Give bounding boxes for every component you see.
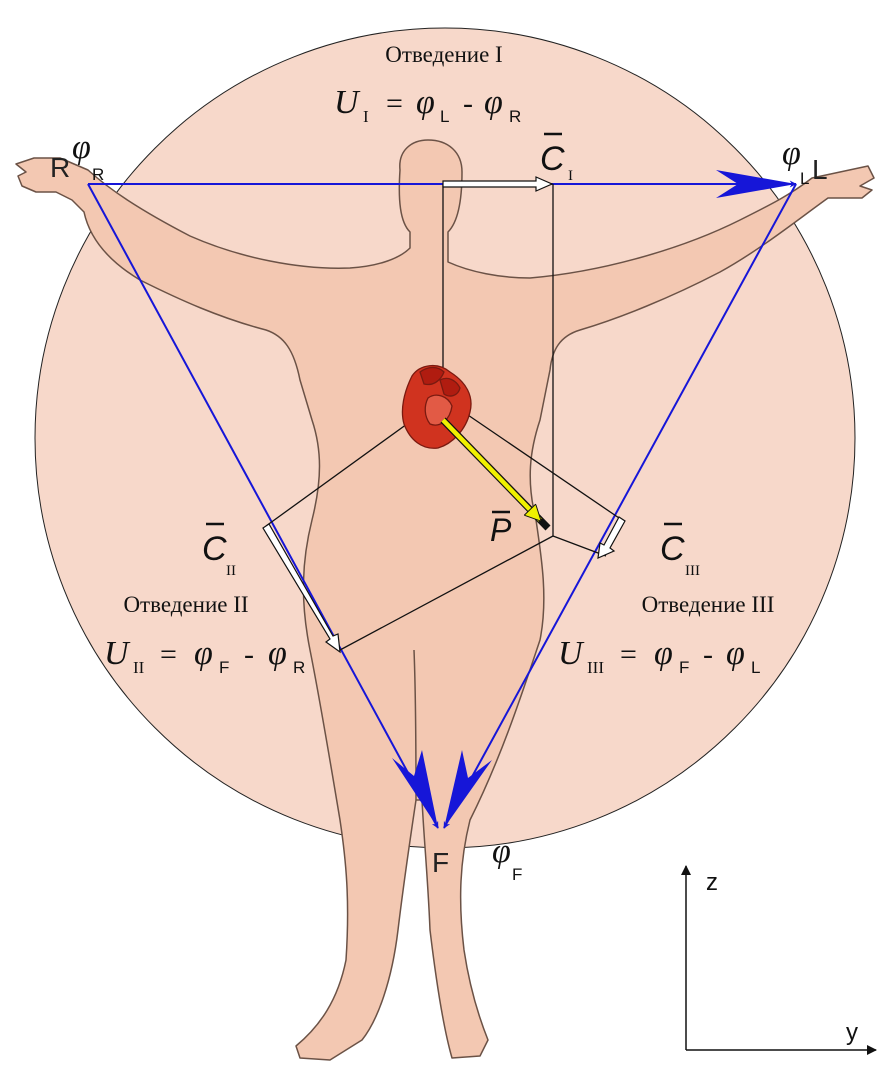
axis-z-label: z xyxy=(706,869,718,896)
lead2-arrowhead xyxy=(392,750,438,828)
lead2-formula: U II = φ F - φ R xyxy=(104,635,305,677)
lead3-formula: U III = φ F - φ L xyxy=(558,635,760,677)
c3-label: C III xyxy=(660,522,700,579)
electrode-R-label: R xyxy=(50,152,70,183)
projection-vectors xyxy=(262,176,626,654)
c3-projection-arrow xyxy=(597,516,626,559)
p-label: P xyxy=(490,510,512,548)
coordinate-axes xyxy=(681,865,877,1055)
phi-F-label: φ F xyxy=(492,833,522,884)
phi-R-label: φ R xyxy=(72,129,104,184)
axis-y-label: y xyxy=(846,1019,858,1046)
lead3-title: Отведение III xyxy=(642,592,775,617)
lead3-arrowhead xyxy=(444,750,492,828)
lead1-formula: U I = φ L - φ R xyxy=(334,84,521,126)
lead1-title: Отведение I xyxy=(385,42,502,67)
svg-text:C I: C I xyxy=(540,140,573,184)
p-vector xyxy=(441,418,540,520)
svg-text:C III: C III xyxy=(660,530,700,579)
svg-text:P: P xyxy=(490,512,512,548)
c1-projection-arrow xyxy=(442,176,554,192)
projection-lines xyxy=(265,184,623,651)
lead1-arrowhead xyxy=(716,170,796,198)
lead2-title: Отведение II xyxy=(123,592,248,617)
electrode-L-label: L xyxy=(812,154,828,185)
c1-label: C I xyxy=(540,132,573,184)
c2-label: C II xyxy=(202,522,236,579)
lead2-vector xyxy=(87,183,439,829)
lead3-vector xyxy=(443,183,797,829)
c2-projection-arrow xyxy=(262,523,341,654)
svg-text:C II: C II xyxy=(202,530,236,579)
electrode-F-label: F xyxy=(432,847,449,878)
einthoven-triangle xyxy=(87,180,797,829)
phi-L-label: φ L xyxy=(782,135,809,188)
